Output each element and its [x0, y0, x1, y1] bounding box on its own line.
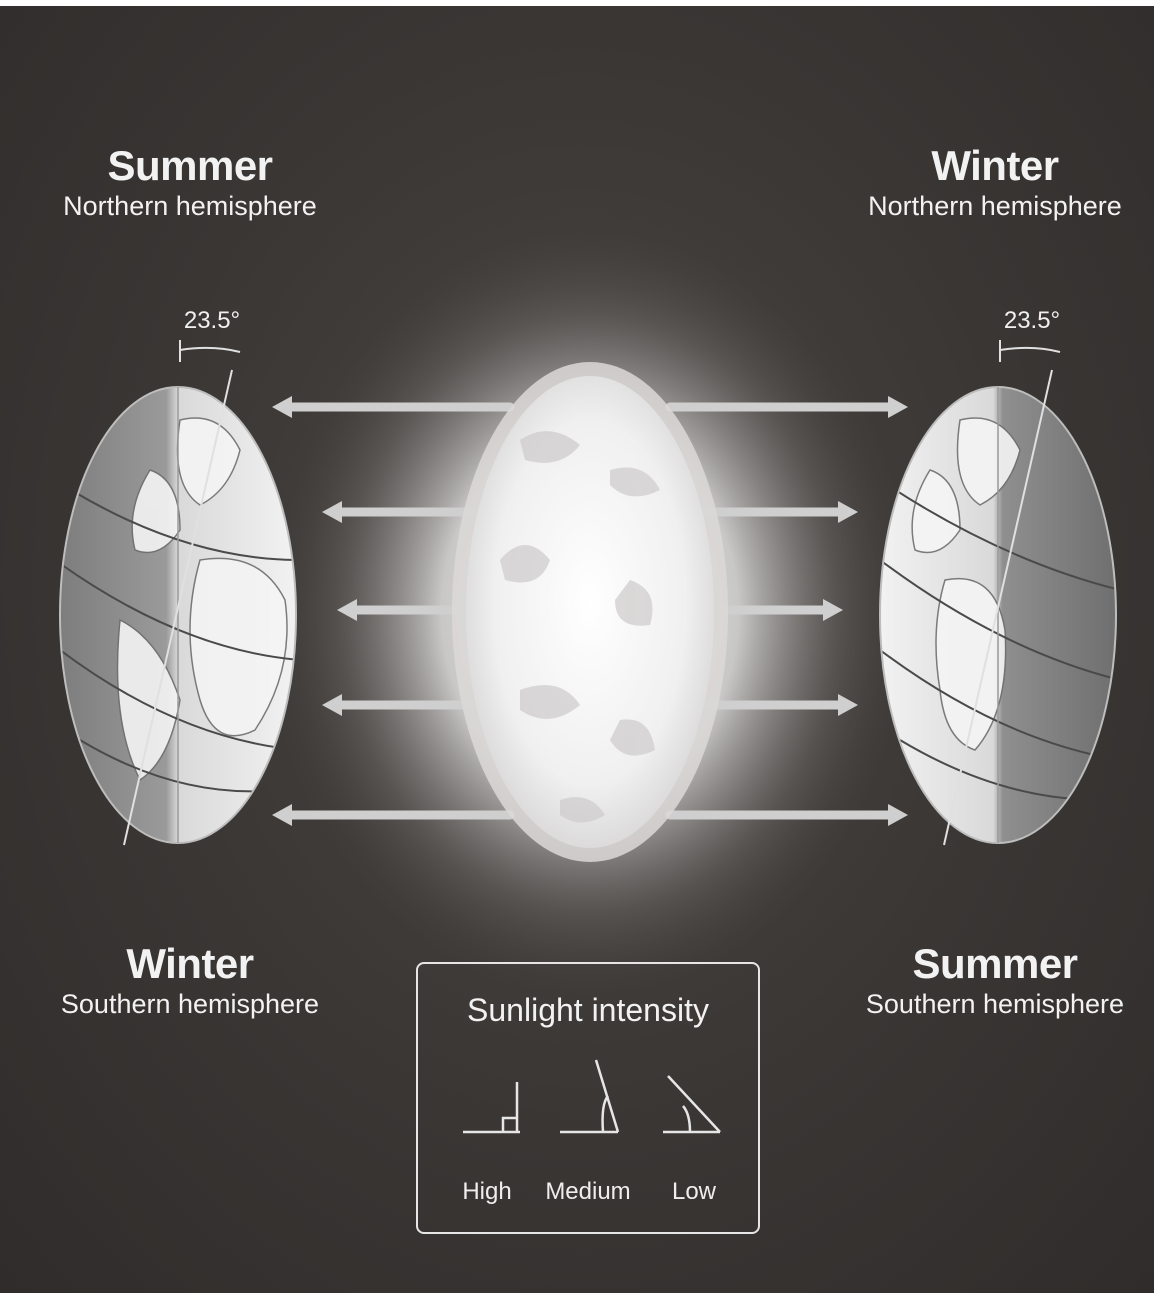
- label-top-left: Summer Northern hemisphere: [40, 142, 340, 222]
- legend-label-high: High: [432, 1178, 542, 1206]
- hemisphere-subtitle: Northern hemisphere: [845, 190, 1145, 222]
- label-top-right: Winter Northern hemisphere: [845, 142, 1145, 222]
- hemisphere-subtitle: Southern hemisphere: [845, 988, 1145, 1020]
- legend-label-medium: Medium: [533, 1178, 643, 1206]
- sun: [452, 362, 728, 862]
- steep-angle-icon: [560, 1060, 618, 1132]
- hemisphere-subtitle: Southern hemisphere: [40, 988, 340, 1020]
- earth-left-icon: [55, 340, 300, 845]
- tilt-angle-right: 23.5°: [1004, 307, 1060, 334]
- earth-right-icon: [880, 340, 1120, 845]
- shallow-angle-icon: [663, 1076, 720, 1132]
- season-title: Summer: [845, 940, 1145, 988]
- label-bottom-left: Winter Southern hemisphere: [40, 940, 340, 1020]
- right-angle-icon: [463, 1082, 520, 1132]
- tilt-angle-left: 23.5°: [184, 307, 240, 334]
- season-title: Winter: [845, 142, 1145, 190]
- legend-label-low: Low: [639, 1178, 749, 1206]
- hemisphere-subtitle: Northern hemisphere: [40, 190, 340, 222]
- sunlight-intensity-legend: Sunlight intensity High Medium Low: [416, 962, 760, 1234]
- frame-border-right: [1154, 0, 1161, 1293]
- frame-border-top: [0, 0, 1161, 6]
- label-bottom-right: Summer Southern hemisphere: [845, 940, 1145, 1020]
- season-title: Summer: [40, 142, 340, 190]
- season-title: Winter: [40, 940, 340, 988]
